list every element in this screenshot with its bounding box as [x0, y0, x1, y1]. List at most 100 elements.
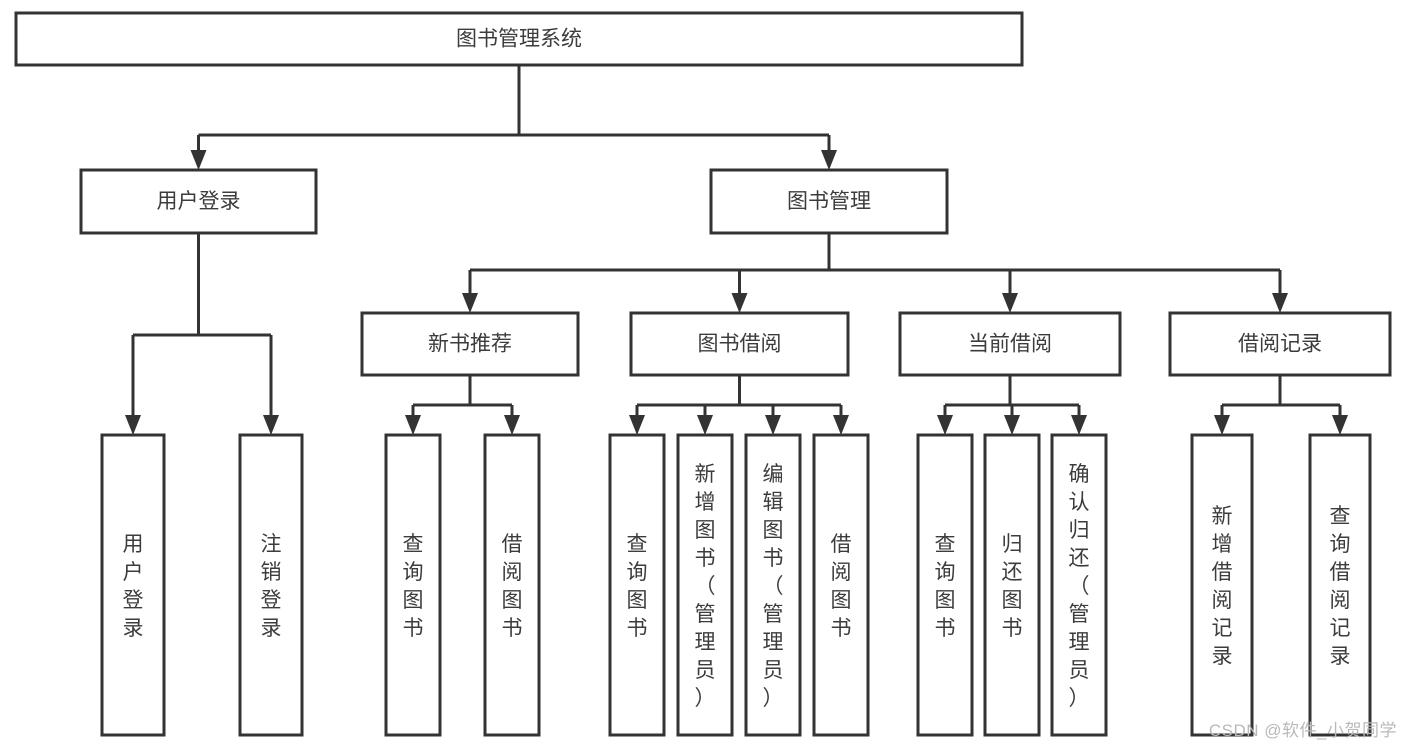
node-leaf-3-借阅图书-label-char-2: 图	[502, 589, 523, 612]
node-leaf-8-查询图书-rect[interactable]	[916, 433, 974, 737]
node-leaf-4-查询图书-rect[interactable]	[608, 433, 666, 737]
node-leaf-5-新增图书管理员-label-char-1: 增	[695, 491, 716, 514]
node-leaf-0-用户登录-label-char-1: 户	[123, 561, 144, 584]
借阅记录-leaf-1-link-arrowhead-icon	[1332, 415, 1348, 435]
node-leaf-10-确认归还管理员-label-char-4: （	[1069, 575, 1090, 598]
node-leaf-4-查询图书-label-char-1: 询	[627, 561, 648, 584]
node-leaf-0-用户登录-label-char-2: 登	[123, 589, 144, 612]
node-leaf-10-确认归还管理员-label-char-7: 员	[1069, 659, 1090, 682]
node-leaf-8-查询图书-label-char-3: 书	[935, 617, 956, 640]
node-leaf-8-查询图书-label-char-1: 询	[935, 561, 956, 584]
node-leaf-4-查询图书-label-char-3: 书	[627, 617, 648, 640]
node-leaf-2-查询图书-label-char-1: 询	[403, 561, 424, 584]
node-level3-当前借阅-rect[interactable]	[898, 311, 1122, 377]
node-leaf-11-新增借阅记录-label-char-0: 新	[1212, 505, 1233, 528]
node-leaf-6-编辑图书管理员-label-char-7: 员	[763, 659, 784, 682]
node-leaf-12-查询借阅记录-label-char-2: 借	[1330, 561, 1351, 584]
当前借阅-leaf-0-link-arrowhead-icon	[937, 415, 953, 435]
node-level2-用户登录-rect[interactable]	[79, 168, 318, 235]
watermark-text: CSDN @软件_小贺同学	[1208, 721, 1397, 740]
node-leaf-10-确认归还管理员-label-char-1: 认	[1069, 491, 1090, 514]
node-level2-图书管理[interactable]: 图书管理	[709, 168, 949, 235]
node-leaf-10-确认归还管理员-label-char-6: 理	[1069, 631, 1090, 654]
node-leaf-9-归还图书-label-char-0: 归	[1002, 533, 1023, 556]
node-leaf-12-查询借阅记录-label-char-5: 录	[1330, 645, 1351, 668]
node-leaf-10-确认归还管理员-label-char-0: 确	[1069, 463, 1090, 486]
node-leaf-4-查询图书-label-char-0: 查	[627, 533, 648, 556]
node-level3-图书借阅[interactable]: 图书借阅	[629, 311, 850, 377]
node-leaf-12-查询借阅记录-label-char-0: 查	[1330, 505, 1351, 528]
level3-借阅记录-link-arrowhead-icon	[1272, 293, 1288, 313]
node-leaf-12-查询借阅记录-rect[interactable]	[1308, 433, 1372, 737]
node-level3-新书推荐-rect[interactable]	[360, 311, 580, 377]
新书推荐-leaf-1-link-arrowhead-icon	[504, 415, 520, 435]
level2-用户登录-link-arrowhead-icon	[190, 150, 207, 170]
node-leaf-10-确认归还管理员-rect[interactable]	[1050, 433, 1108, 737]
node-leaf-2-查询图书-rect[interactable]	[384, 433, 442, 737]
node-root-图书管理系统-label: 图书管理系统	[456, 28, 582, 51]
node-layer: 图书管理系统用户登录图书管理新书推荐图书借阅当前借阅借阅记录用户登录注销登录查询…	[14, 11, 1392, 737]
node-leaf-5-新增图书管理员-rect[interactable]	[676, 433, 734, 737]
node-leaf-7-借阅图书-label-char-3: 书	[831, 617, 852, 640]
node-leaf-1-注销登录-rect[interactable]	[238, 433, 304, 737]
node-level2-用户登录[interactable]: 用户登录	[79, 168, 318, 235]
node-leaf-5-新增图书管理员-label-char-5: 管	[695, 603, 716, 626]
node-leaf-10-确认归还管理员-label-char-5: 管	[1069, 603, 1090, 626]
node-level3-新书推荐-label: 新书推荐	[428, 333, 512, 356]
node-leaf-9-归还图书-label-char-3: 书	[1002, 617, 1023, 640]
node-leaf-0-用户登录-rect[interactable]	[100, 433, 166, 737]
node-leaf-5-新增图书管理员-label-char-4: （	[695, 575, 716, 598]
node-level3-当前借阅[interactable]: 当前借阅	[898, 311, 1122, 377]
node-leaf-2-查询图书-label-char-2: 图	[403, 589, 424, 612]
node-leaf-5-新增图书管理员-label-char-8: ）	[695, 687, 716, 710]
node-level3-新书推荐[interactable]: 新书推荐	[360, 311, 580, 377]
node-root-图书管理系统-rect[interactable]	[14, 11, 1024, 67]
node-leaf-8-查询图书-label-char-0: 查	[935, 533, 956, 556]
level3-新书推荐-link-arrowhead-icon	[462, 293, 478, 313]
node-level2-用户登录-label: 用户登录	[157, 190, 241, 213]
图书借阅-leaf-1-link-arrowhead-icon	[697, 415, 713, 435]
node-leaf-3-借阅图书-label-char-0: 借	[502, 533, 523, 556]
node-level3-图书借阅-rect[interactable]	[629, 311, 850, 377]
node-leaf-7-借阅图书-label-char-1: 阅	[831, 561, 852, 584]
node-leaf-12-查询借阅记录-label-char-1: 询	[1330, 533, 1351, 556]
node-root-图书管理系统[interactable]: 图书管理系统	[14, 11, 1024, 67]
node-leaf-6-编辑图书管理员-rect[interactable]	[744, 433, 802, 737]
node-leaf-1-注销登录-label-char-3: 录	[261, 617, 282, 640]
node-level3-借阅记录-rect[interactable]	[1168, 311, 1392, 377]
node-leaf-11-新增借阅记录-label-char-4: 记	[1212, 617, 1233, 640]
node-leaf-9-归还图书-rect[interactable]	[983, 433, 1041, 737]
node-leaf-12-查询借阅记录-label-char-3: 阅	[1330, 589, 1351, 612]
node-leaf-1-注销登录-label-char-1: 销	[261, 561, 282, 584]
node-leaf-7-借阅图书-rect[interactable]	[812, 433, 870, 737]
node-leaf-4-查询图书-label-char-2: 图	[627, 589, 648, 612]
图书借阅-leaf-3-link-arrowhead-icon	[833, 415, 849, 435]
node-leaf-7-借阅图书-label-char-0: 借	[831, 533, 852, 556]
node-leaf-6-编辑图书管理员-label-char-3: 书	[763, 547, 784, 570]
node-level3-借阅记录[interactable]: 借阅记录	[1168, 311, 1392, 377]
node-leaf-11-新增借阅记录-label-char-5: 录	[1212, 645, 1233, 668]
借阅记录-leaf-0-link-arrowhead-icon	[1214, 415, 1230, 435]
图书借阅-leaf-2-link-arrowhead-icon	[765, 415, 781, 435]
node-leaf-11-新增借阅记录-rect[interactable]	[1190, 433, 1254, 737]
node-level2-图书管理-rect[interactable]	[709, 168, 949, 235]
node-leaf-8-查询图书-label-char-2: 图	[935, 589, 956, 612]
node-leaf-6-编辑图书管理员-label-char-8: ）	[763, 687, 784, 710]
node-leaf-0-用户登录[interactable]: 用户登录	[100, 433, 166, 737]
node-leaf-6-编辑图书管理员-label-char-6: 理	[763, 631, 784, 654]
node-leaf-11-新增借阅记录-label-char-2: 借	[1212, 561, 1233, 584]
node-leaf-3-借阅图书-rect[interactable]	[483, 433, 541, 737]
